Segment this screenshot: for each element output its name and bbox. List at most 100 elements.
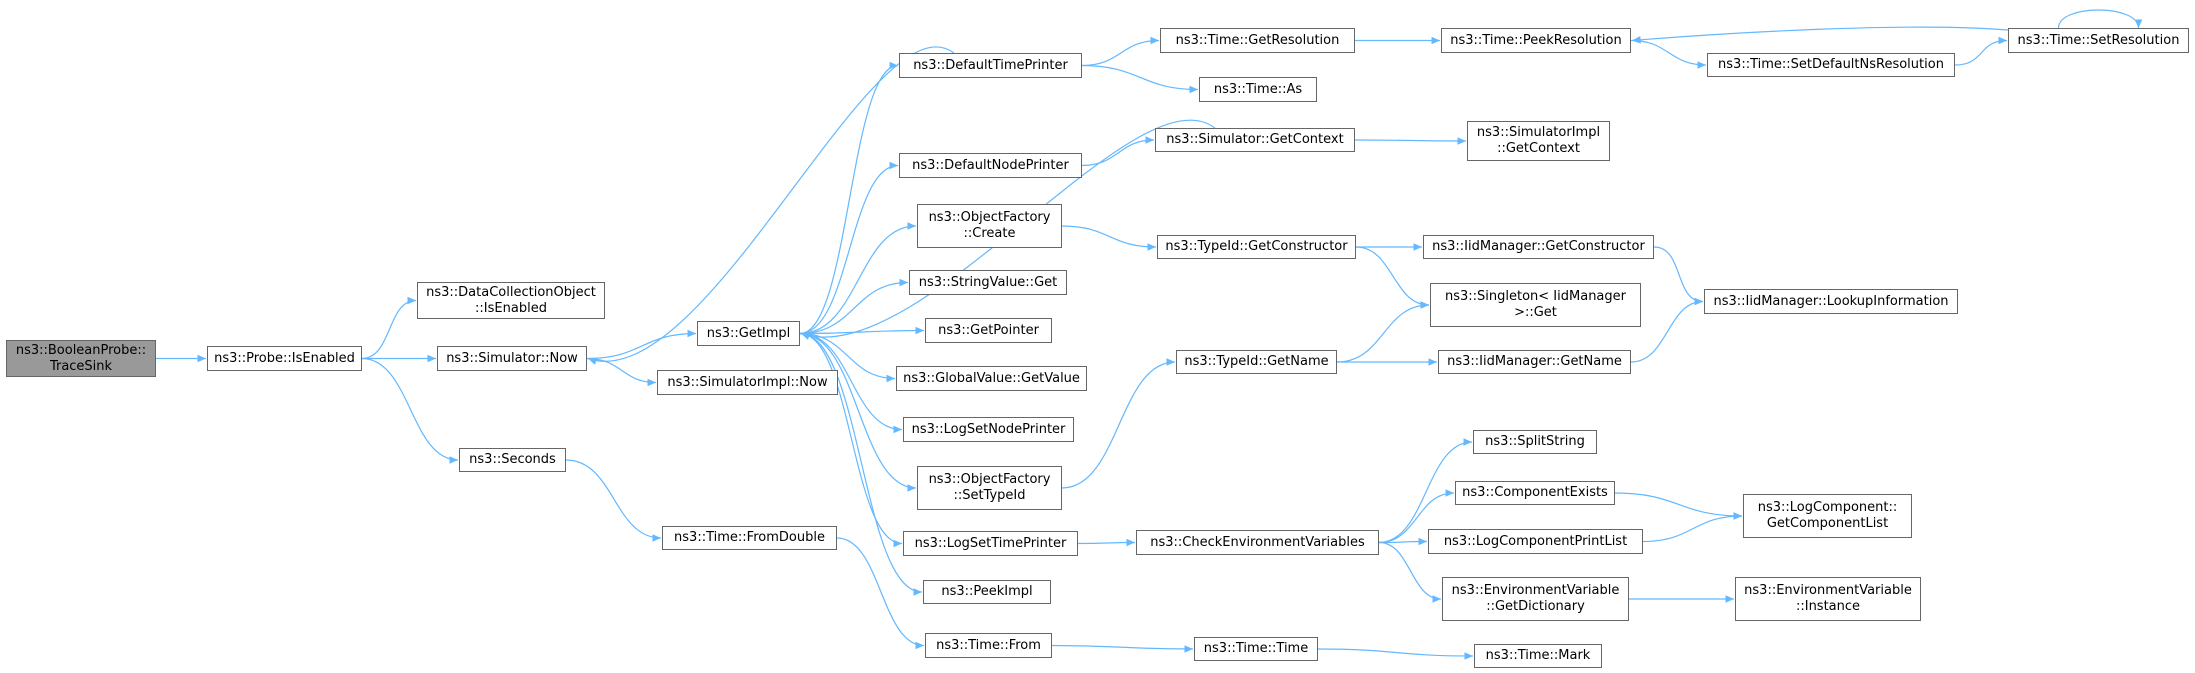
node-time-mark[interactable]: ns3::Time::Mark: [1474, 644, 1602, 668]
node-objfactory-create[interactable]: ns3::ObjectFactory::Create: [917, 204, 1062, 248]
node-label-line: ns3::IidManager::GetConstructor: [1432, 239, 1645, 254]
node-logsetnodeprinter[interactable]: ns3::LogSetNodePrinter: [903, 417, 1074, 442]
node-label-line: ns3::Simulator::GetContext: [1166, 132, 1344, 147]
node-typeid-getname[interactable]: ns3::TypeId::GetName: [1176, 350, 1337, 374]
node-time-as[interactable]: ns3::Time::As: [1199, 77, 1317, 102]
node-splitstring[interactable]: ns3::SplitString: [1473, 430, 1597, 454]
node-root[interactable]: ns3::BooleanProbe::TraceSink: [6, 340, 156, 377]
node-time-setresolution[interactable]: ns3::Time::SetResolution: [2008, 28, 2189, 53]
node-singleton-get[interactable]: ns3::Singleton< IidManager>::Get: [1430, 283, 1641, 327]
edge-sim-getcontext-to-simimpl-getcontext: [1354, 137, 1467, 145]
node-label-line: ns3::IidManager::LookupInformation: [1713, 293, 1949, 309]
edge-getimpl-to-default-node-printer: [799, 161, 899, 335]
edge-getimpl-to-objfactory-create: [799, 222, 917, 335]
node-label-line: ::SetTypeId: [953, 488, 1026, 503]
node-seconds[interactable]: ns3::Seconds: [459, 448, 566, 472]
edge-typeid-getconstructor-to-singleton-get: [1355, 246, 1430, 309]
node-label-line: ns3::GetImpl: [706, 325, 791, 341]
node-envvar-instance[interactable]: ns3::EnvironmentVariable::Instance: [1735, 577, 1921, 621]
edge-time-setresolution-to-time-setresolution: [2057, 9, 2143, 29]
edge-default-node-printer-to-sim-getcontext: [1081, 136, 1155, 167]
node-logcomponent-getcomplist[interactable]: ns3::LogComponent::GetComponentList: [1743, 494, 1912, 538]
node-label-line: ns3::ComponentExists: [1462, 485, 1608, 500]
edge-logcomponentprintlist-to-logcomponent-getcomplist: [1642, 512, 1743, 543]
edge-time-setdefaultnsres-to-time-setresolution: [1954, 36, 2008, 66]
node-label-line: ns3::LogComponent::: [1757, 500, 1898, 515]
edge-getimpl-to-logsettimeprinter: [799, 332, 903, 548]
node-label-line: ns3::SimulatorImpl::Now: [667, 374, 828, 390]
node-label-line: ns3::Probe::IsEnabled: [214, 350, 355, 366]
node-logsettimeprinter[interactable]: ns3::LogSetTimePrinter: [903, 531, 1078, 556]
node-stringvalue-get[interactable]: ns3::StringValue::Get: [909, 270, 1067, 295]
node-probe-isenabled[interactable]: ns3::Probe::IsEnabled: [207, 346, 362, 371]
edge-getimpl-to-logsetnodeprinter: [799, 332, 903, 434]
edge-time-fromdouble-to-time-from: [836, 537, 925, 650]
node-time-getresolution[interactable]: ns3::Time::GetResolution: [1160, 28, 1355, 53]
node-sim-now[interactable]: ns3::Simulator::Now: [437, 346, 587, 371]
node-label-line: ::GetDictionary: [1486, 599, 1585, 614]
node-iidmgr-getconstructor[interactable]: ns3::IidManager::GetConstructor: [1423, 235, 1654, 259]
node-getimpl[interactable]: ns3::GetImpl: [697, 321, 800, 346]
edge-getimpl-to-default-time-printer: [799, 61, 899, 335]
node-typeid-getconstructor[interactable]: ns3::TypeId::GetConstructor: [1157, 235, 1356, 259]
edge-iidmgr-getname-to-iidmgr-lookupinfo: [1630, 297, 1704, 363]
node-label-line: ns3::EnvironmentVariable: [1744, 583, 1912, 598]
node-label-line: ns3::GlobalValue::GetValue: [903, 370, 1080, 386]
edge-probe-isenabled-to-dco-isenabled: [361, 296, 417, 360]
edge-getimpl-to-getpointer: [799, 326, 925, 335]
edge-typeid-getname-to-singleton-get: [1336, 301, 1430, 363]
node-componentexists[interactable]: ns3::ComponentExists: [1455, 481, 1615, 505]
node-label-line: ::GetContext: [1497, 141, 1580, 156]
node-label-line: ::Instance: [1795, 599, 1861, 614]
node-globalvalue-getvalue[interactable]: ns3::GlobalValue::GetValue: [896, 366, 1087, 391]
node-peekimpl[interactable]: ns3::PeekImpl: [923, 580, 1051, 604]
node-label-line: ns3::SimulatorImpl: [1476, 125, 1601, 140]
node-label-line: ns3::CheckEnvironmentVariables: [1150, 534, 1365, 550]
node-sim-getcontext[interactable]: ns3::Simulator::GetContext: [1155, 128, 1355, 152]
node-simimpl-getcontext[interactable]: ns3::SimulatorImpl::GetContext: [1467, 121, 1610, 161]
node-label-line: ns3::Time::Time: [1203, 641, 1309, 656]
node-label-line: GetComponentList: [1766, 516, 1889, 531]
node-simimpl-now[interactable]: ns3::SimulatorImpl::Now: [657, 370, 838, 395]
edge-time-from-to-time-time: [1051, 644, 1194, 653]
edge-default-time-printer-to-time-getresolution: [1081, 36, 1160, 67]
node-label-line: ns3::Time::SetDefaultNsResolution: [1718, 57, 1944, 72]
node-label-line: ns3::Time::Mark: [1485, 648, 1591, 663]
edge-iidmgr-getconstructor-to-iidmgr-lookupinfo: [1653, 246, 1704, 306]
node-time-fromdouble[interactable]: ns3::Time::FromDouble: [662, 526, 837, 550]
node-label-line: ns3::IidManager::GetName: [1447, 354, 1622, 369]
node-logcomponentprintlist[interactable]: ns3::LogComponentPrintList: [1428, 529, 1643, 554]
node-iidmgr-lookupinfo[interactable]: ns3::IidManager::LookupInformation: [1704, 289, 1958, 314]
node-iidmgr-getname[interactable]: ns3::IidManager::GetName: [1438, 350, 1631, 374]
edge-default-time-printer-to-sim-now: [587, 46, 955, 365]
node-label-line: ::IsEnabled: [475, 300, 547, 316]
node-label-line: ns3::TypeId::GetConstructor: [1165, 239, 1348, 254]
node-label-line: ns3::DataCollectionObject: [426, 284, 596, 300]
node-label-line: ns3::EnvironmentVariable: [1451, 583, 1620, 598]
node-label-line: ns3::PeekImpl: [941, 584, 1033, 599]
edge-check-env-vars-to-envvar-getdictionary: [1378, 541, 1442, 603]
node-check-env-vars[interactable]: ns3::CheckEnvironmentVariables: [1136, 530, 1379, 555]
node-label-line: ns3::Time::As: [1213, 81, 1303, 97]
node-time-time[interactable]: ns3::Time::Time: [1194, 637, 1318, 661]
edge-componentexists-to-logcomponent-getcomplist: [1614, 492, 1743, 520]
node-label-line: ns3::Time::PeekResolution: [1450, 32, 1622, 48]
edge-seconds-to-time-fromdouble: [565, 459, 662, 542]
edge-time-setresolution-to-time-peekresolution: [1631, 26, 2009, 44]
edge-objfactory-settypeid-to-typeid-getname: [1061, 358, 1176, 489]
node-dco-isenabled[interactable]: ns3::DataCollectionObject::IsEnabled: [417, 282, 605, 319]
node-label-line: >::Get: [1514, 305, 1557, 320]
node-default-time-printer[interactable]: ns3::DefaultTimePrinter: [899, 53, 1082, 78]
node-time-setdefaultnsres[interactable]: ns3::Time::SetDefaultNsResolution: [1707, 53, 1955, 77]
node-time-peekresolution[interactable]: ns3::Time::PeekResolution: [1441, 28, 1631, 53]
node-envvar-getdictionary[interactable]: ns3::EnvironmentVariable::GetDictionary: [1442, 577, 1629, 621]
edge-objfactory-create-to-typeid-getconstructor: [1061, 225, 1157, 251]
node-label-line: ns3::DefaultTimePrinter: [913, 57, 1068, 73]
node-label-line: ns3::Time::From: [936, 637, 1041, 653]
node-default-node-printer[interactable]: ns3::DefaultNodePrinter: [899, 153, 1082, 178]
node-label-line: ns3::StringValue::Get: [918, 274, 1058, 290]
node-getpointer[interactable]: ns3::GetPointer: [925, 318, 1052, 343]
node-label-line: ns3::LogSetNodePrinter: [911, 421, 1066, 437]
node-time-from[interactable]: ns3::Time::From: [925, 633, 1052, 658]
node-objfactory-settypeid[interactable]: ns3::ObjectFactory::SetTypeId: [917, 466, 1062, 510]
